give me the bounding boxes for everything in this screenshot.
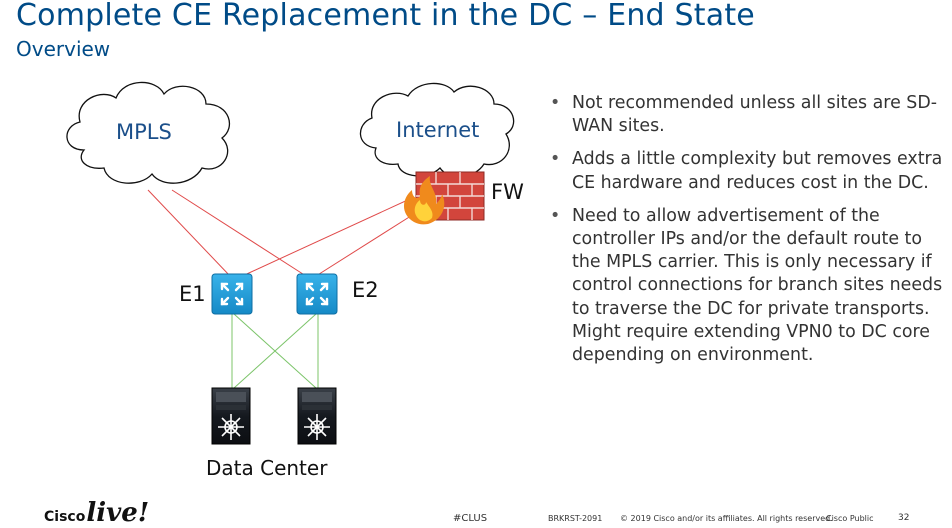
router-e2-icon [296,273,338,315]
bullet-dot-icon: • [550,149,561,170]
link-mpls-e2 [171,189,307,277]
brand-live: live! [86,498,150,528]
e1-label: E1 [179,282,206,306]
fw-label: FW [491,180,524,204]
footer-copyright: © 2019 Cisco and/or its affiliates. All … [620,514,833,523]
link-e2-sw1 [233,313,317,389]
firewall-icon [404,171,485,225]
dc-switch-2-icon [297,387,337,445]
bullet-item: •Not recommended unless all sites are SD… [550,93,937,137]
mpls-label: MPLS [116,120,172,144]
router-e1-icon [211,273,253,315]
footer-session: BRKRST-2091 [548,514,603,523]
page-number: 32 [898,513,910,523]
wan-links [147,189,415,279]
bullet-item: •Need to allow advertisement of the cont… [550,205,943,366]
link-fw-e1 [237,197,413,279]
footer-hashtag: #CLUS [453,513,488,524]
data-center-label: Data Center [206,456,328,480]
slide-title: Complete CE Replacement in the DC – End … [16,0,755,33]
cisco-live-logo: Ciscolive! [44,498,149,528]
lan-links [231,313,319,389]
dc-switch-1-icon [211,387,251,445]
bullet-dot-icon: • [550,205,561,226]
e2-label: E2 [352,278,379,302]
mpls-cloud-icon [66,81,231,184]
bullet-list: •Not recommended unless all sites are SD… [548,92,944,377]
footer-classification: Cisco Public [826,514,874,523]
link-fw-e2 [315,213,415,277]
brand-cisco: Cisco [44,509,86,525]
bullet-dot-icon: • [550,93,561,113]
slide-subtitle: Overview [16,37,111,61]
bullet-item: •Adds a little complexity but removes ex… [550,149,943,193]
link-mpls-e1 [147,189,231,277]
internet-label: Internet [396,118,480,142]
